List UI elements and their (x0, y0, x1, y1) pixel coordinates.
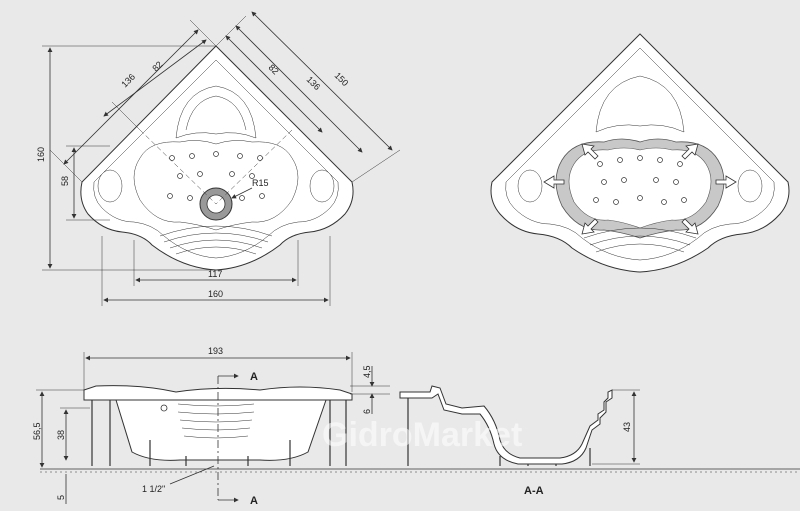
section-mark-bottom: A (250, 495, 258, 507)
section-label: A-A (524, 485, 544, 497)
dim-lines-diag-left (49, 19, 217, 183)
massage-basin (568, 147, 712, 229)
dim-136-left: 136 (119, 72, 137, 90)
armrest-right (309, 169, 335, 203)
basin-top (133, 140, 299, 231)
section-profile (399, 385, 613, 465)
dim-136-right: 136 (305, 74, 323, 92)
dim-38: 38 (56, 430, 66, 440)
dim-150: 150 (333, 70, 351, 88)
dim-lines-horizontal (101, 236, 331, 306)
headrest-massage (595, 75, 685, 133)
section-legs (407, 398, 591, 466)
jets-massage (593, 155, 687, 205)
dim-4-5: 4,5 (362, 365, 372, 378)
r15-leader (231, 187, 253, 199)
front-ribs (177, 403, 255, 439)
dim-drain: 1 1/2" (142, 484, 165, 494)
drain-leader (169, 465, 215, 485)
dim-160-horizontal: 160 (208, 289, 223, 299)
dim-82-right: 82 (267, 62, 281, 76)
dim-lines-diag-right (215, 11, 401, 183)
massage-arrows (543, 143, 737, 235)
front-view: 193 56,5 38 5 1 1/2" A A (32, 346, 800, 507)
armrest-right-massage (737, 169, 763, 203)
dim-5: 5 (56, 495, 66, 500)
massage-view (490, 33, 790, 273)
section-mark-top: A (250, 371, 258, 383)
tub-rim-inner-massage (505, 47, 775, 261)
dim-58: 58 (60, 176, 70, 186)
watermark: GidroMarket (322, 416, 522, 454)
dim-r15: R15 (252, 178, 269, 188)
armrest-left (97, 169, 123, 203)
armrest-left-massage (517, 169, 543, 203)
section-view: 4,5 6 43 A-A (350, 365, 640, 497)
tub-rim-inner (93, 59, 339, 259)
dim-193: 193 (208, 346, 223, 356)
dim-56-5: 56,5 (32, 422, 42, 440)
overflow-icon (160, 404, 168, 412)
top-view: R15 136 82 82 136 150 (36, 11, 401, 306)
steps-massage (583, 227, 697, 253)
dim-6: 6 (362, 409, 372, 414)
dim-82-left: 82 (150, 59, 164, 73)
front-legs (91, 400, 347, 466)
dim-lines-vertical (42, 45, 216, 271)
dim-43: 43 (622, 422, 632, 432)
steps-top (159, 225, 273, 255)
dim-117: 117 (208, 269, 222, 279)
dim-160-vertical: 160 (36, 147, 46, 162)
